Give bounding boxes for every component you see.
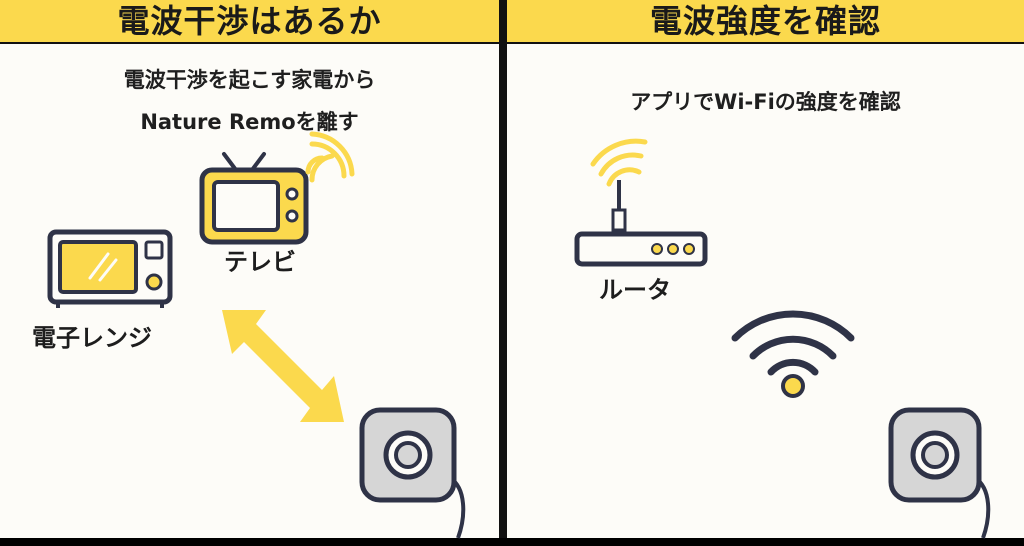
remo-device-icon [359, 407, 466, 539]
router-icon [574, 138, 708, 267]
tv-label: テレビ [224, 248, 296, 276]
wifi-icon [731, 310, 855, 398]
remo-device-icon [888, 407, 991, 539]
interference-caption-line1: 電波干渉を起こす家電から [123, 68, 376, 92]
interference-header: 電波干渉はあるか [0, 0, 499, 44]
tv-icon [199, 152, 309, 245]
interference-caption-line2: Nature Remoを離す [140, 110, 359, 134]
microwave-label: 電子レンジ [32, 324, 152, 352]
signal-strength-caption: アプリでWi-Fiの強度を確認 [630, 90, 901, 114]
signal-waves-icon [305, 131, 355, 183]
router-label: ルータ [599, 276, 671, 304]
double-arrow-icon [222, 310, 344, 422]
microwave-icon [47, 229, 173, 308]
interference-panel: 電波干渉はあるか 電波干渉を起こす家電から Nature Remoを離す テレビ [0, 0, 501, 539]
signal-strength-header: 電波強度を確認 [507, 0, 1024, 44]
signal-strength-panel: 電波強度を確認 アプリでWi-Fiの強度を確認 ルータ [505, 0, 1024, 539]
